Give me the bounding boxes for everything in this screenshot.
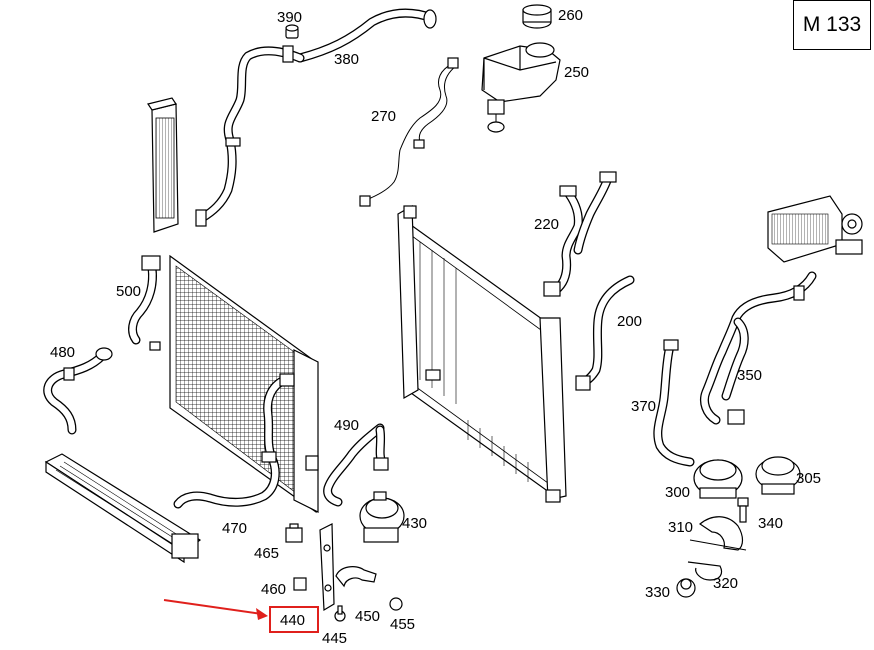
- highlight-440: [163, 599, 319, 633]
- callout-480[interactable]: 480: [50, 344, 75, 361]
- highlight-arrow: [163, 599, 263, 615]
- callout-455[interactable]: 455: [390, 616, 415, 633]
- coolant-pump-305[interactable]: [755, 456, 801, 495]
- model-code-box: M 133: [793, 0, 871, 50]
- highlight-arrowhead: [256, 608, 268, 620]
- clip-465[interactable]: [285, 523, 303, 543]
- callout-320[interactable]: 320: [713, 575, 738, 592]
- callout-310[interactable]: 310: [668, 519, 693, 536]
- part-330[interactable]: [676, 578, 696, 598]
- clamp-390[interactable]: [285, 24, 299, 39]
- charge-air-cooler[interactable]: [147, 97, 179, 233]
- vent-line-270[interactable]: [359, 57, 459, 207]
- bolt-455[interactable]: [389, 597, 403, 611]
- callout-220[interactable]: 220: [534, 216, 559, 233]
- hose-470[interactable]: [173, 373, 295, 509]
- callout-430[interactable]: 430: [402, 515, 427, 532]
- callout-305[interactable]: 305: [796, 470, 821, 487]
- hose-490[interactable]: [305, 423, 389, 507]
- hose-350[interactable]: [699, 271, 817, 425]
- callout-450[interactable]: 450: [355, 608, 380, 625]
- callout-250[interactable]: 250: [564, 64, 589, 81]
- cap-260[interactable]: [522, 4, 552, 29]
- callout-460[interactable]: 460: [261, 581, 286, 598]
- condenser[interactable]: [169, 254, 319, 514]
- callout-260[interactable]: 260: [558, 7, 583, 24]
- hose-200[interactable]: [575, 275, 635, 391]
- callout-380[interactable]: 380: [334, 51, 359, 68]
- callout-200[interactable]: 200: [617, 313, 642, 330]
- callout-270[interactable]: 270: [371, 108, 396, 125]
- callout-300[interactable]: 300: [665, 484, 690, 501]
- callout-340[interactable]: 340: [758, 515, 783, 532]
- hose-380[interactable]: [195, 8, 437, 227]
- callout-370[interactable]: 370: [631, 398, 656, 415]
- coolant-pump-430[interactable]: [359, 491, 405, 543]
- callout-465[interactable]: 465: [254, 545, 279, 562]
- nut-460[interactable]: [293, 577, 307, 591]
- thermostat-housing[interactable]: [767, 195, 863, 263]
- hose-500[interactable]: [128, 255, 161, 351]
- highlight-box: [269, 606, 319, 633]
- callout-490[interactable]: 490: [334, 417, 359, 434]
- callout-470[interactable]: 470: [222, 520, 247, 537]
- low-temperature-radiator[interactable]: [44, 453, 202, 564]
- bolt-445[interactable]: [334, 605, 346, 622]
- callout-labels: 390 380 260 250 270 220 200 500 480 490 …: [50, 7, 821, 647]
- bracket-310[interactable]: [689, 516, 747, 551]
- bracket-440[interactable]: [319, 523, 335, 612]
- main-radiator[interactable]: [397, 204, 567, 503]
- hose-370[interactable]: [653, 339, 695, 467]
- clamp-320[interactable]: [687, 561, 723, 581]
- expansion-tank-250[interactable]: [481, 42, 561, 133]
- coolant-pump-300[interactable]: [693, 459, 743, 499]
- clamp-450[interactable]: [335, 566, 377, 588]
- callout-445[interactable]: 445: [322, 630, 347, 647]
- callout-390[interactable]: 390: [277, 9, 302, 26]
- callout-350[interactable]: 350: [737, 367, 762, 384]
- hose-480[interactable]: [43, 347, 113, 435]
- model-code-label: M 133: [802, 13, 862, 36]
- callout-330[interactable]: 330: [645, 584, 670, 601]
- hose-220[interactable]: [543, 171, 617, 297]
- bolt-340[interactable]: [737, 497, 749, 523]
- callout-500[interactable]: 500: [116, 283, 141, 300]
- callout-440[interactable]: 440: [280, 612, 305, 629]
